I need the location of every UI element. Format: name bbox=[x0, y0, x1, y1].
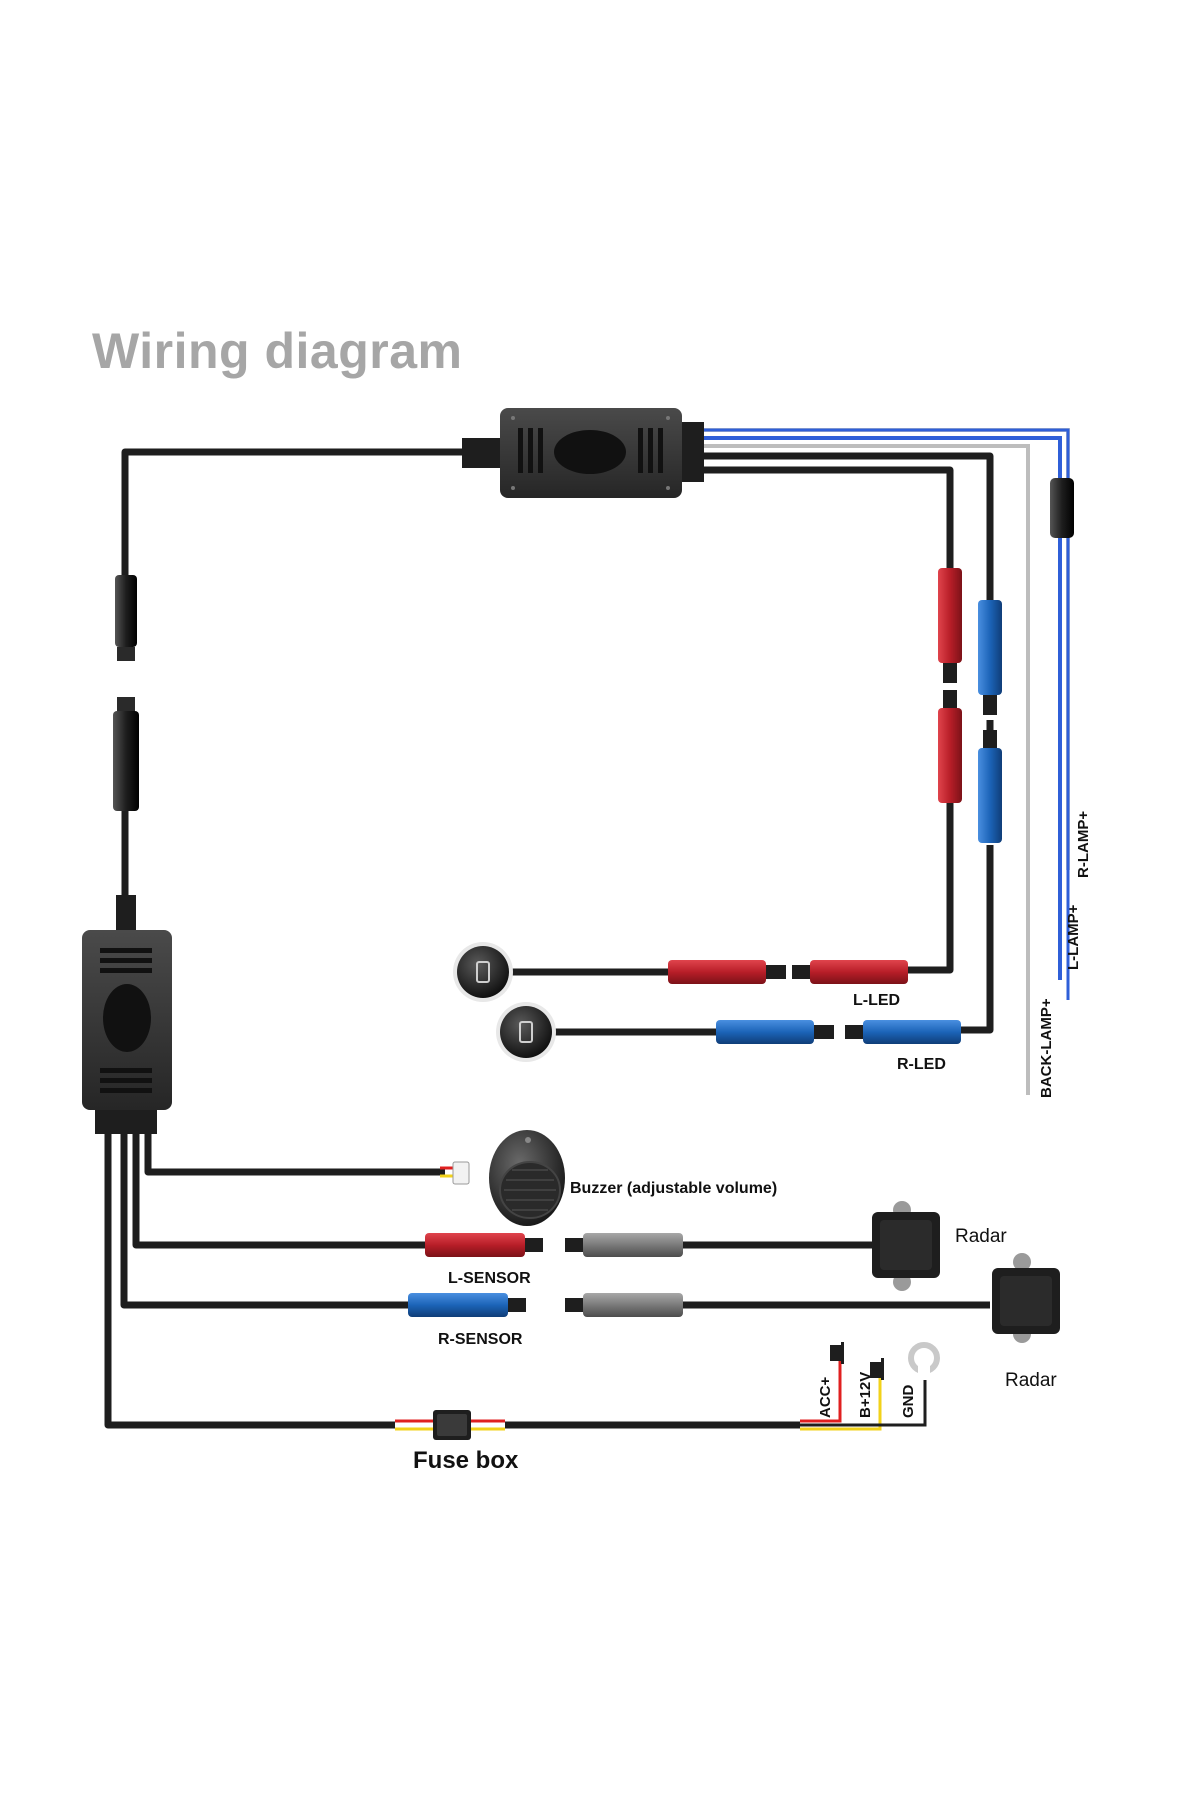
back-lamp-wire bbox=[700, 444, 1030, 1095]
radar-1-label: Radar bbox=[955, 1226, 1007, 1247]
l-sensor-connectors bbox=[425, 1233, 683, 1257]
fuse-box-label: Fuse box bbox=[413, 1447, 519, 1474]
r-sensor-connectors bbox=[408, 1293, 683, 1317]
r-led-disc bbox=[496, 1002, 556, 1062]
bottom-control-box bbox=[82, 930, 172, 1134]
l-led-vertical-connectors bbox=[938, 568, 962, 803]
back-lamp-label: BACK-LAMP+ bbox=[1038, 998, 1055, 1098]
b12v-label: B+12V bbox=[857, 1371, 874, 1418]
l-led-label: L-LED bbox=[853, 992, 901, 1009]
r-sensor-label: R-SENSOR bbox=[438, 1331, 523, 1348]
l-lamp-label: L-LAMP+ bbox=[1065, 904, 1082, 970]
l-led-disc bbox=[453, 942, 513, 1002]
buzzer-label: Buzzer (adjustable volume) bbox=[570, 1180, 778, 1197]
radar-2-label: Radar bbox=[1005, 1370, 1057, 1391]
radar-2 bbox=[992, 1253, 1060, 1343]
fuse-box bbox=[395, 1410, 505, 1440]
r-led-vertical-connectors bbox=[978, 600, 1002, 843]
acc-label: ACC+ bbox=[817, 1376, 834, 1418]
r-lamp-wire bbox=[700, 428, 1070, 870]
r-led-label: R-LED bbox=[897, 1056, 946, 1073]
top-control-box bbox=[462, 408, 704, 498]
lamp-wires bbox=[700, 428, 1070, 1095]
buzzer bbox=[440, 1130, 565, 1226]
gnd-label: GND bbox=[900, 1384, 917, 1418]
l-sensor-label: L-SENSOR bbox=[448, 1270, 531, 1287]
r-lamp-label: R-LAMP+ bbox=[1075, 810, 1092, 878]
l-lamp-wire bbox=[700, 436, 1062, 980]
lamp-inline-connector bbox=[1050, 478, 1074, 538]
main-inline-connector bbox=[113, 575, 139, 930]
diagram-title: Wiring diagram bbox=[92, 323, 463, 379]
main-cables bbox=[104, 448, 994, 1429]
l-led-connectors bbox=[668, 960, 908, 984]
r-led-connectors bbox=[716, 1020, 961, 1044]
power-leads bbox=[800, 1342, 940, 1431]
radar-1 bbox=[872, 1201, 940, 1291]
